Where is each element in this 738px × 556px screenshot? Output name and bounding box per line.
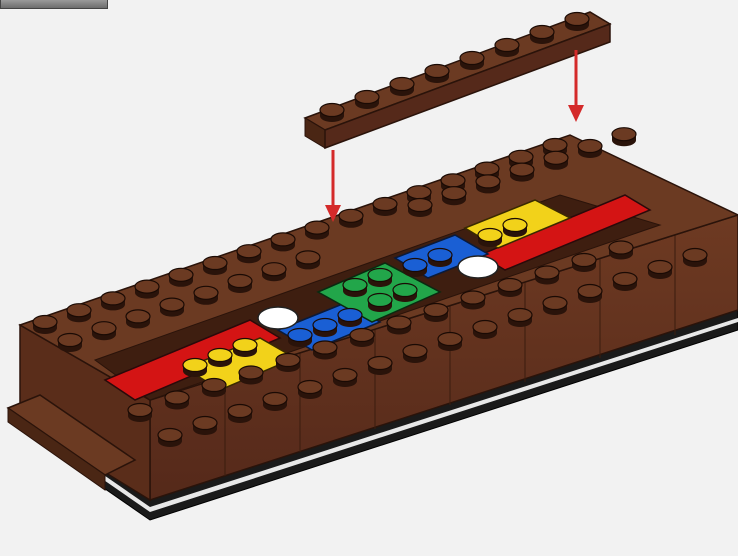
stud-back-2 <box>126 310 150 329</box>
stud-front <box>508 309 532 328</box>
stud-back-2 <box>228 275 252 294</box>
stud-back-3 <box>408 199 432 218</box>
top-plate-stud <box>320 104 344 123</box>
stud-back-2 <box>262 263 286 282</box>
stud-green <box>368 269 392 288</box>
stud-green <box>393 284 417 303</box>
stud-front-2 <box>387 316 411 335</box>
stud-front <box>403 345 427 364</box>
stud-blue <box>403 259 427 278</box>
stud-blue <box>338 309 362 328</box>
stud-front <box>473 321 497 340</box>
arrow-left <box>325 150 341 222</box>
stud-front-2 <box>498 279 522 298</box>
stud-green <box>343 279 367 298</box>
stud-front-2 <box>350 329 374 348</box>
top-plate-stud <box>355 91 379 110</box>
stud-back-3 <box>476 175 500 194</box>
stud-yellow <box>233 339 257 358</box>
stud-yellow <box>503 219 527 238</box>
top-plate <box>305 12 610 148</box>
top-plate-top <box>305 12 610 130</box>
stud-front-2 <box>313 341 337 360</box>
stud-front-2 <box>461 291 485 310</box>
stud-green <box>368 294 392 313</box>
stud-front-2 <box>202 379 226 398</box>
stud-back <box>67 304 91 323</box>
stud-front <box>683 249 707 268</box>
stud-front <box>158 429 182 448</box>
stud-front-2 <box>609 241 633 260</box>
stud-back-2 <box>92 322 116 341</box>
stud-front <box>228 405 252 424</box>
stud-back-3 <box>578 140 602 159</box>
stud-front <box>368 357 392 376</box>
stud-back-2 <box>296 251 320 270</box>
stud-back <box>33 316 57 335</box>
stud-blue <box>288 329 312 348</box>
stud-back <box>373 198 397 217</box>
white-round-left <box>258 307 298 329</box>
white-round-right <box>458 256 498 278</box>
stud-back-3 <box>544 151 568 170</box>
stud-back-2 <box>58 334 82 353</box>
stud-yellow <box>208 349 232 368</box>
stud-front-2 <box>572 254 596 273</box>
stud-back-3 <box>442 187 466 206</box>
stud-front <box>333 369 357 388</box>
stud-back-2 <box>194 286 218 305</box>
stud-front-2 <box>128 404 152 423</box>
stud-back <box>339 209 363 228</box>
stud-back <box>305 221 329 240</box>
stud-front <box>438 333 462 352</box>
stud-front <box>613 273 637 292</box>
top-plate-stud <box>495 39 519 58</box>
stud-front <box>263 393 287 412</box>
arrow-right <box>568 50 584 122</box>
stud-front-2 <box>239 366 263 385</box>
stud-front <box>193 417 217 436</box>
stud-back <box>135 280 159 299</box>
stud-front <box>648 261 672 280</box>
stud-back <box>169 268 193 287</box>
stud-back-3 <box>612 128 636 147</box>
stud-back <box>101 292 125 311</box>
top-plate-front <box>325 24 610 148</box>
stud-front-2 <box>424 304 448 323</box>
stud-blue <box>313 319 337 338</box>
stud-back <box>203 257 227 276</box>
stud-back-2 <box>160 298 184 317</box>
stud-front <box>578 285 602 304</box>
stud-back-3 <box>510 163 534 182</box>
arrow-right-head <box>568 105 584 122</box>
stud-back <box>271 233 295 252</box>
stud-blue <box>428 249 452 268</box>
stud-yellow <box>478 229 502 248</box>
top-plate-stud <box>530 26 554 45</box>
stud-front-2 <box>276 354 300 373</box>
stud-front-2 <box>165 391 189 410</box>
stud-front <box>298 381 322 400</box>
stud-front-2 <box>535 266 559 285</box>
top-plate-stud <box>565 13 589 32</box>
stud-front <box>543 297 567 316</box>
top-plate-stud <box>390 78 414 97</box>
top-plate-stud <box>425 65 449 84</box>
stud-yellow <box>183 359 207 378</box>
stud-back <box>237 245 261 264</box>
top-plate-stud <box>460 52 484 71</box>
